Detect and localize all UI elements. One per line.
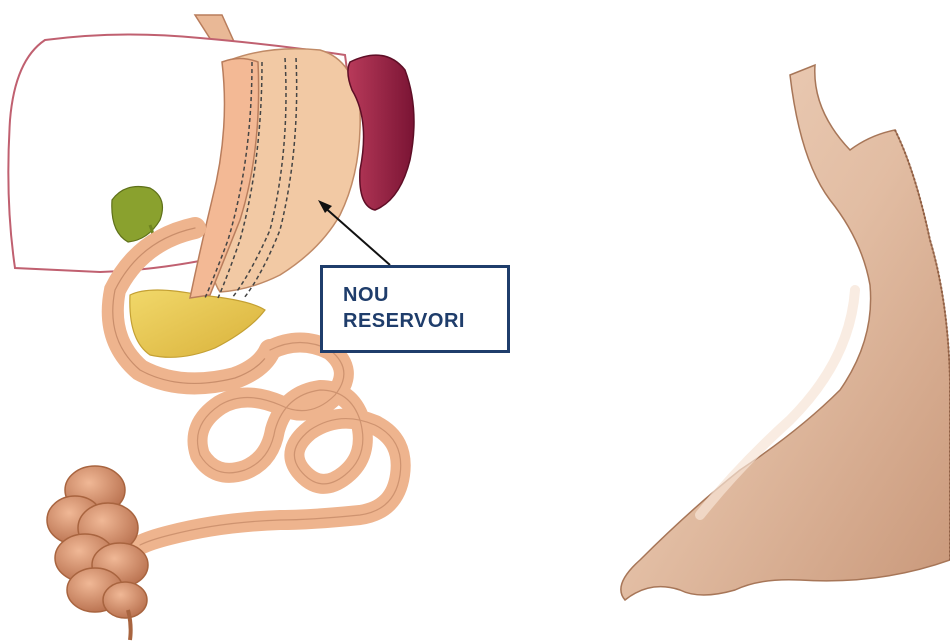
normal-stomach [621, 65, 950, 600]
label-line-1: NOU [343, 282, 507, 308]
label-line-2: RESERVORI [343, 308, 507, 334]
new-reservoir-label: NOU RESERVORI [320, 265, 510, 353]
appendix [128, 610, 131, 640]
label-pointer-arrow [322, 205, 390, 265]
bile-duct [130, 290, 265, 357]
colon [47, 466, 148, 618]
